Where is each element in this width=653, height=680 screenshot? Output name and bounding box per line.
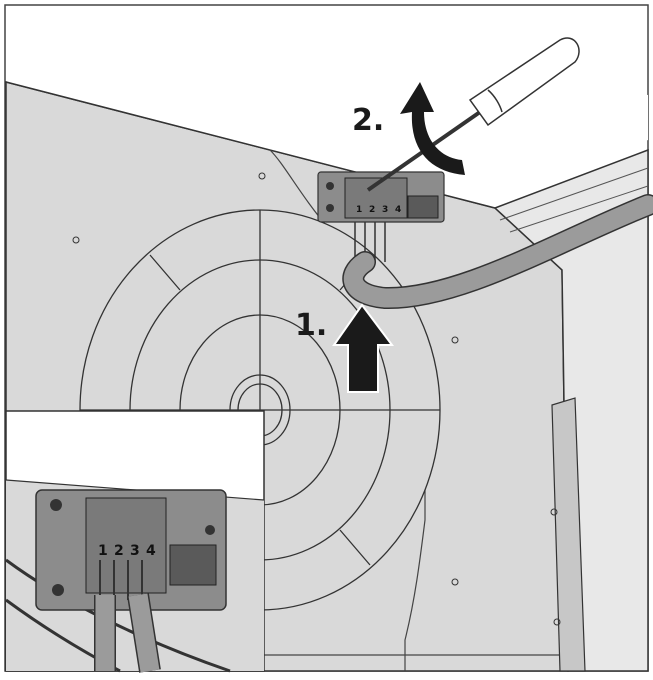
channel-screw [553,618,561,626]
terminal-pin-label: 2 [369,205,375,215]
inset-pin-label: 2 [114,543,124,559]
terminal-pin-label: 1 [356,205,362,215]
terminal-pin-label: 3 [382,205,388,215]
wires [354,222,386,262]
power-cable-fill [344,195,653,308]
inset-pin-label: 3 [130,543,140,559]
appliance-top-surface [6,40,648,208]
terminal-block: 1 2 3 4 [317,171,445,223]
inset-pin-label: 1 [98,543,108,559]
mounting-hole [258,172,266,180]
side-wall-ridge [499,167,649,233]
mounting-hole [72,236,80,244]
step-1-arrow [332,303,394,393]
mounting-hole [451,578,459,586]
step-2-label: 2. [352,103,384,138]
inset-pin-label: 4 [146,543,156,559]
mounting-hole [451,336,459,344]
channel-strip [551,397,586,672]
terminal-pin-label: 4 [395,205,401,215]
step-2-arrow [400,82,465,175]
channel-screw [550,508,558,516]
step-1-label: 1. [295,308,327,343]
detail-inset: 1 2 3 4 [5,410,265,673]
